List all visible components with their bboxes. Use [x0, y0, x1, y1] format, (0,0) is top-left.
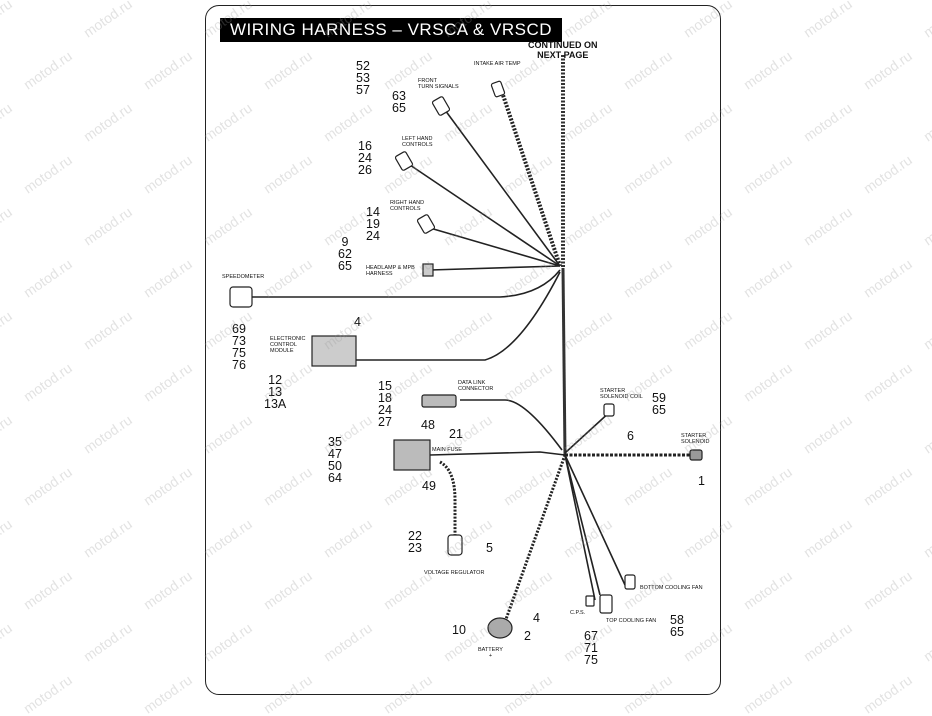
ecm-body [311, 335, 357, 367]
speedometer-connector [229, 286, 253, 308]
upper-branches [252, 91, 562, 361]
cooling-fan-top-connector [599, 594, 613, 614]
cooling-fan-bottom-connector [624, 574, 636, 590]
lower-branches [429, 399, 700, 623]
top-cooling-fan-refs: 58 65 [670, 613, 684, 639]
main-fuse-ref-a: 49 [422, 479, 436, 493]
connectors [229, 80, 703, 639]
intake-air-temp-connector [490, 80, 506, 98]
speedometer-refs: 69 73 75 76 [232, 322, 246, 372]
ecm-label: ELECTRONIC CONTROL MODULE [270, 336, 306, 354]
front-turn-signal-connector [431, 96, 451, 116]
wire-headlamp [429, 265, 561, 271]
diagram-frame [205, 5, 721, 695]
harness-trunk [561, 55, 567, 456]
main-fuse-label: MAIN FUSE [432, 447, 462, 453]
ecm-ref-top: 4 [354, 315, 361, 329]
left-hand-controls-connector [394, 151, 414, 171]
wire-main-fuse [429, 451, 566, 456]
starter-solenoid-ref-b: 1 [698, 474, 705, 488]
speedometer-label: SPEEDOMETER [222, 274, 265, 280]
wire-cooling-fan-bottom [564, 454, 626, 586]
wire-voltage-regulator [439, 460, 457, 535]
voltage-regulator-connector [447, 534, 463, 556]
wire-speedometer [252, 269, 561, 298]
page-title: WIRING HARNESS – VRSCA & VRSCD [220, 18, 563, 42]
starter-solenoid-coil-label: STARTER SOLENOID COIL [600, 388, 643, 400]
wire-data-link [460, 399, 563, 451]
wire-front-turn-signals [444, 109, 561, 267]
intake-air-temp-label: INTAKE AIR TEMP [474, 61, 521, 67]
data-link-label: DATA LINK CONNECTOR [458, 380, 494, 392]
cps-refs: 67 71 75 [584, 629, 598, 667]
battery-terminal [487, 617, 513, 639]
cps-connector [585, 595, 595, 607]
left-hand-controls-refs: 16 24 26 [358, 139, 372, 177]
wire-battery [503, 454, 567, 623]
front-turn-signals-label: FRONT TURN SIGNALS [418, 78, 459, 90]
wire-intake-air-temp [500, 91, 562, 267]
ecm-refs: 12 13 13A [264, 373, 287, 411]
starter-solenoid-coil-connector [603, 403, 615, 417]
starter-solenoid-ref-a: 6 [627, 429, 634, 443]
starter-solenoid-coil-refs: 59 65 [652, 391, 666, 417]
battery-ref-c: 2 [524, 629, 531, 643]
starter-solenoid-terminal [689, 449, 703, 461]
main-fuse-refs: 35 47 50 64 [328, 435, 342, 485]
harness-diagram [229, 55, 703, 639]
continued-note: CONTINUED ON NEXT PAGE [528, 40, 598, 60]
wire-right-hand-controls [429, 227, 561, 267]
battery-ref-b: 4 [533, 611, 540, 625]
front-turn-signals-refs: 63 65 [392, 89, 406, 115]
intake-air-temp-refs: 52 53 57 [356, 59, 370, 97]
top-cooling-fan-label: TOP COOLING FAN [606, 618, 657, 624]
battery-label: BATTERY + [478, 647, 503, 659]
headlamp-harness-label: HEADLAMP & MPB HARNESS [366, 265, 415, 277]
data-link-refs: 15 18 24 27 [378, 379, 392, 429]
wire-left-hand-controls [409, 164, 561, 267]
right-hand-controls-connector [416, 214, 436, 234]
headlamp-harness-refs: 9 62 65 [338, 235, 352, 273]
data-link-ref-a: 48 [421, 418, 435, 432]
wire-cps [564, 454, 596, 601]
wire-cooling-fan-top [564, 454, 601, 596]
wire-ecm [355, 271, 561, 361]
right-hand-controls-refs: 14 19 24 [366, 205, 380, 243]
data-link-connector [421, 394, 457, 408]
wire-starter-solenoid-coil [564, 409, 613, 454]
left-hand-controls-label: LEFT HAND CONTROLS [402, 136, 433, 148]
voltage-regulator-label: VOLTAGE REGULATOR [424, 570, 485, 576]
starter-solenoid-label: STARTER SOLENOID [681, 433, 710, 445]
data-link-ref-b: 21 [449, 427, 463, 441]
cps-label: C.P.S. [570, 610, 586, 616]
bottom-cooling-fan-label: BOTTOM COOLING FAN [640, 585, 703, 591]
voltage-regulator-refs: 22 23 [408, 529, 422, 555]
headlamp-connector [422, 263, 434, 277]
voltage-regulator-ref-a: 5 [486, 541, 493, 555]
right-hand-controls-label: RIGHT HAND CONTROLS [390, 200, 425, 212]
battery-ref-a: 10 [452, 623, 466, 637]
main-fuse-block [393, 439, 431, 471]
